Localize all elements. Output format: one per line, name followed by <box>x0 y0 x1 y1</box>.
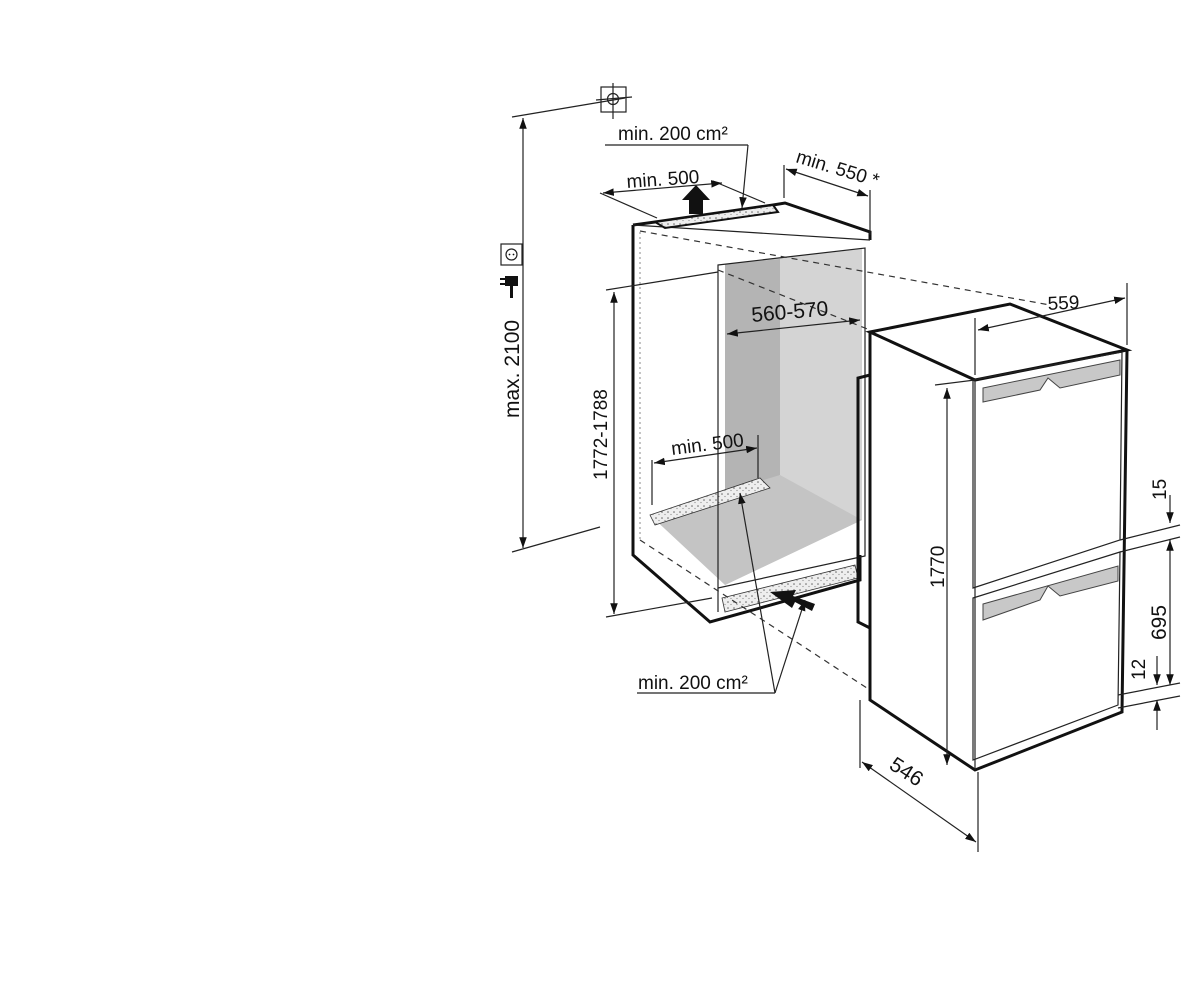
upper-door-handle <box>982 359 1121 403</box>
gap-bottom-label: 12 <box>1129 659 1150 680</box>
appliance-height-label: 1770 <box>928 546 949 588</box>
lower-door-height-label: 695 <box>1148 605 1171 640</box>
max-height-label: max. 2100 <box>501 320 524 418</box>
niche-height-label: 1772-1788 <box>591 389 612 480</box>
lower-door-handle <box>982 565 1119 621</box>
fridge-appliance <box>856 302 1133 772</box>
appliance-depth-label: 546 <box>885 753 927 791</box>
air-out-arrow-icon <box>682 185 710 214</box>
power-plug-icon <box>500 276 518 298</box>
bottom-vent-area-label: min. 200 cm² <box>638 673 748 694</box>
power-socket-icon <box>500 243 523 266</box>
appliance-width-label: 559 <box>1047 292 1080 315</box>
wall-anchor-icon <box>511 83 633 119</box>
gap-top-label: 15 <box>1150 479 1171 500</box>
niche-depth-label: min. 550 * <box>794 147 883 192</box>
top-vent-area-label: min. 200 cm² <box>618 124 728 145</box>
top-vent-width-label: min. 500 <box>626 167 700 193</box>
